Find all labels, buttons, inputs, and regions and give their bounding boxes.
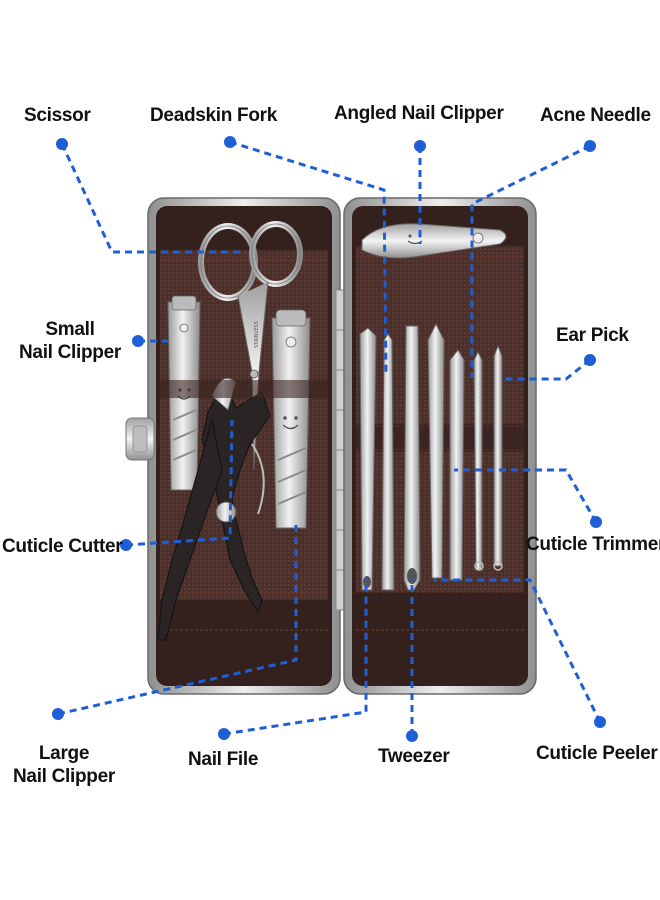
label-scissor: Scissor [24, 105, 91, 126]
label-small-nail-clipper: Small Nail Clipper [8, 318, 132, 364]
leader-ear-pick [502, 358, 591, 381]
label-ear-pick: Ear Pick [556, 325, 629, 346]
cuticle-peeler-icon [427, 322, 445, 579]
tweezer-icon [403, 325, 421, 591]
leader-cuticle-trimmer [454, 468, 598, 523]
cuticle-trimmer-icon [449, 349, 465, 581]
label-small-nail-clipper-line2: Nail Clipper [19, 342, 121, 363]
leader-dots [52, 136, 606, 742]
label-acne-needle: Acne Needle [540, 105, 651, 126]
engraving-text: STAINLESS [254, 321, 260, 348]
label-large-nail-clipper: Large Nail Clipper [2, 742, 126, 788]
label-small-nail-clipper-line1: Small [45, 319, 95, 340]
label-cuticle-cutter: Cuticle Cutter [2, 536, 123, 557]
label-nail-file: Nail File [188, 749, 259, 770]
label-tweezer: Tweezer [378, 746, 450, 767]
left-strap [160, 380, 328, 398]
ear-pick-icon [493, 344, 503, 571]
leader-deadskin-fork [229, 140, 388, 373]
leader-scissor [60, 143, 246, 254]
label-cuticle-peeler: Cuticle Peeler [536, 743, 658, 764]
deadskin-fork-icon [381, 333, 395, 591]
leader-cuticle-cutter [125, 419, 234, 547]
label-cuticle-trimmer: Cuticle Trimmer [526, 534, 660, 555]
leader-large-nail-clipper [57, 524, 298, 716]
scissor-icon: STAINLESS [198, 221, 303, 471]
leader-nail-file [223, 578, 368, 736]
label-deadskin-fork: Deadskin Fork [150, 105, 278, 126]
case-clasp [125, 417, 155, 461]
label-angled-nail-clipper: Angled Nail Clipper [334, 103, 504, 124]
nail-file-icon [359, 327, 377, 591]
leader-lines [57, 140, 602, 736]
acne-needle-icon [473, 350, 484, 571]
label-large-nail-clipper-line1: Large [38, 743, 90, 764]
large-nail-clipper-icon [271, 309, 311, 529]
leader-cuticle-peeler [434, 578, 602, 723]
label-large-nail-clipper-line2: Nail Clipper [13, 766, 115, 787]
